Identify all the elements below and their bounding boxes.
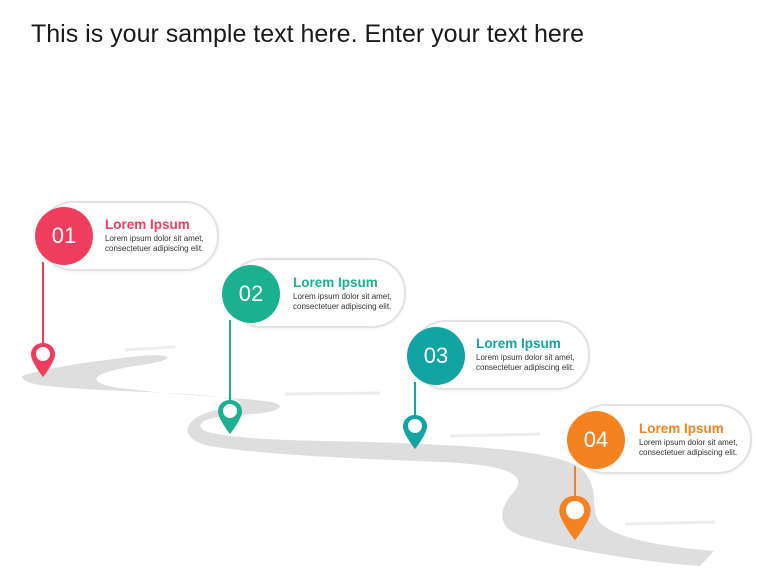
road-shadow-stripe: [624, 520, 716, 526]
step-connector-4: [574, 466, 576, 496]
step-connector-1: [42, 262, 44, 346]
step-line2-3: consectetuer adipiscing elit.: [476, 363, 575, 372]
slide-title: This is your sample text here. Enter you…: [31, 20, 585, 48]
step-number-badge-4: 04: [567, 411, 625, 469]
step-number-badge-2: 02: [222, 265, 280, 323]
step-connector-3: [414, 382, 416, 418]
step-heading-1: Lorem Ipsum: [105, 217, 190, 232]
step-line2-1: consectetuer adipiscing elit.: [105, 244, 204, 253]
map-pin-icon: [559, 495, 591, 541]
step-heading-2: Lorem Ipsum: [293, 275, 378, 290]
road-shape: [22, 355, 714, 566]
road-shadow-stripe: [124, 345, 176, 352]
step-line1-4: Lorem ipsum dolor sit amet,: [639, 438, 738, 447]
step-line1-2: Lorem ipsum dolor sit amet,: [293, 292, 392, 301]
road-shadow-stripe: [284, 391, 381, 396]
step-line1-3: Lorem ipsum dolor sit amet,: [476, 353, 575, 362]
map-pin-icon: [403, 415, 427, 449]
step-line2-4: consectetuer adipiscing elit.: [639, 448, 738, 457]
step-number-badge-3: 03: [407, 327, 465, 385]
step-heading-3: Lorem Ipsum: [476, 336, 561, 351]
step-heading-4: Lorem Ipsum: [639, 421, 724, 436]
step-line2-2: consectetuer adipiscing elit.: [293, 302, 392, 311]
step-number-badge-1: 01: [35, 207, 93, 265]
step-connector-2: [229, 320, 231, 402]
step-line1-1: Lorem ipsum dolor sit amet,: [105, 234, 204, 243]
road-shadow-stripe: [449, 432, 541, 438]
map-pin-icon: [218, 400, 242, 434]
map-pin-icon: [31, 343, 55, 377]
